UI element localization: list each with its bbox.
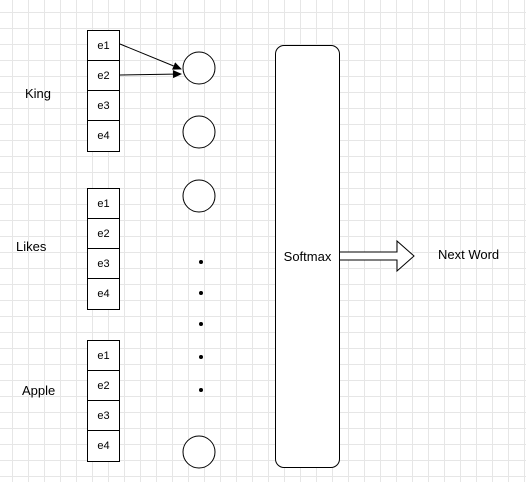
connection-arrow-e1: [119, 43, 182, 70]
embedding-cell: e1: [88, 189, 119, 219]
embedding-vector-likes: e1 e2 e3 e4: [87, 188, 120, 310]
embedding-vector-apple: e1 e2 e3 e4: [87, 340, 120, 462]
embedding-cell: e3: [88, 91, 119, 121]
softmax-label: Softmax: [283, 249, 332, 264]
embedding-cell: e4: [97, 440, 110, 452]
embedding-cell: e1: [88, 341, 119, 371]
embedding-cell: e1: [88, 31, 119, 61]
embedding-cell: e2: [88, 61, 119, 91]
next-word-label: Next Word: [438, 247, 500, 262]
ellipsis-dot: [199, 291, 203, 295]
ellipsis-dot: [199, 260, 203, 264]
embedding-cell: e4: [97, 288, 110, 300]
connection-arrow-e2: [119, 70, 182, 79]
embedding-cell: e3: [88, 401, 119, 431]
neuron-circle-1: [182, 51, 216, 85]
ellipsis-dot: [199, 355, 203, 359]
neuron-circle-3: [182, 179, 216, 213]
neuron-circle-last: [182, 435, 216, 469]
word-label-likes: Likes: [16, 239, 47, 254]
embedding-cell: e2: [88, 219, 119, 249]
embedding-cell: e3: [88, 249, 119, 279]
embedding-cell: e2: [88, 371, 119, 401]
word-label-apple: Apple: [22, 383, 56, 398]
ellipsis-dot: [199, 322, 203, 326]
ellipsis-dot: [199, 388, 203, 392]
word-label-king: King: [25, 86, 52, 101]
neuron-circle-2: [182, 115, 216, 149]
output-arrow: [336, 239, 415, 273]
embedding-vector-king: e1 e2 e3 e4: [87, 30, 120, 152]
embedding-cell: e4: [97, 130, 110, 142]
softmax-layer: [275, 45, 340, 468]
